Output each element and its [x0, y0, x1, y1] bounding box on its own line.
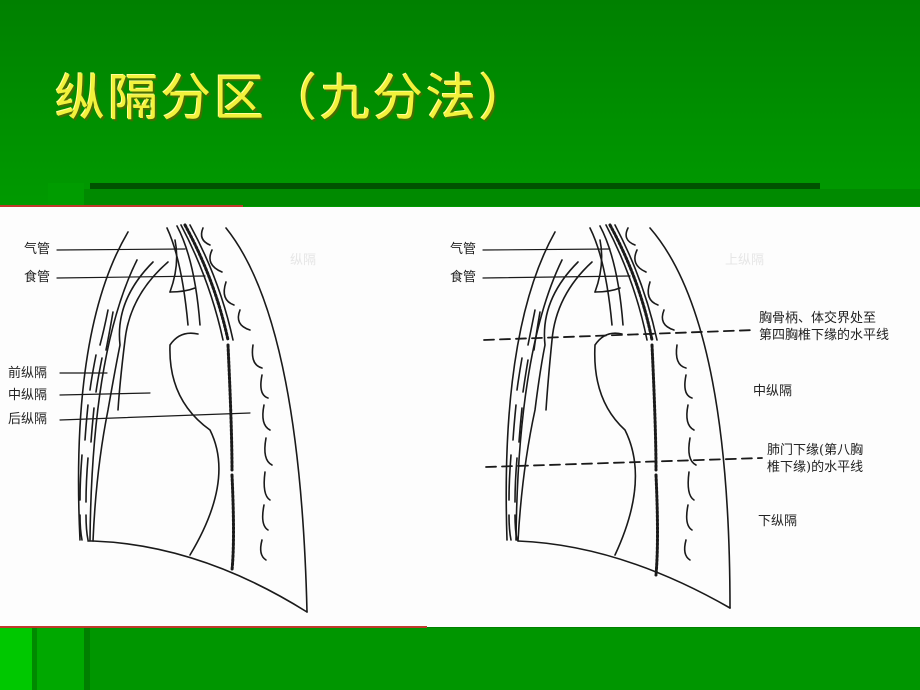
header-band	[84, 189, 920, 206]
label-lower-boundary-line2: 椎下缘)的水平线	[767, 460, 864, 475]
left-mediastinum-diagram	[56, 223, 308, 613]
bottom-red-rule	[0, 626, 427, 628]
footer-stripe	[32, 628, 37, 690]
label-middle-mediastinum-left: 中纵隔	[8, 388, 48, 403]
label-posterior-mediastinum: 后纵隔	[8, 412, 48, 427]
slide-footer	[0, 628, 920, 690]
right-mediastinum-diagram	[482, 223, 763, 609]
label-esophagus-right: 食管	[450, 270, 477, 285]
top-red-rule	[0, 205, 243, 207]
label-trachea-left: 气管	[24, 242, 51, 257]
footer-stripe	[0, 628, 32, 690]
label-upper-boundary-line1: 胸骨柄、体交界处至	[759, 311, 877, 326]
slide-header: 纵隔分区（九分法）	[0, 0, 920, 207]
ghost-text-left: 纵隔	[290, 253, 317, 268]
label-lower-mediastinum: 下纵隔	[758, 514, 798, 529]
label-anterior-mediastinum: 前纵隔	[8, 366, 48, 381]
label-trachea-right: 气管	[450, 242, 477, 257]
label-middle-mediastinum-right: 中纵隔	[753, 384, 793, 399]
slide-content: 气管 食管 前纵隔 中纵隔 后纵隔 纵隔	[0, 207, 920, 627]
ghost-text-right: 上纵隔	[725, 253, 765, 268]
label-lower-boundary-line1: 肺门下缘(第八胸	[767, 443, 864, 458]
slide-title: 纵隔分区（九分法）	[55, 69, 532, 127]
label-upper-boundary-line2: 第四胸椎下缘的水平线	[759, 328, 890, 343]
footer-stripe	[37, 628, 84, 690]
label-esophagus-left: 食管	[24, 270, 51, 285]
footer-stripe	[84, 628, 90, 690]
header-accent-block	[48, 183, 84, 207]
header-divider-line	[90, 183, 820, 189]
